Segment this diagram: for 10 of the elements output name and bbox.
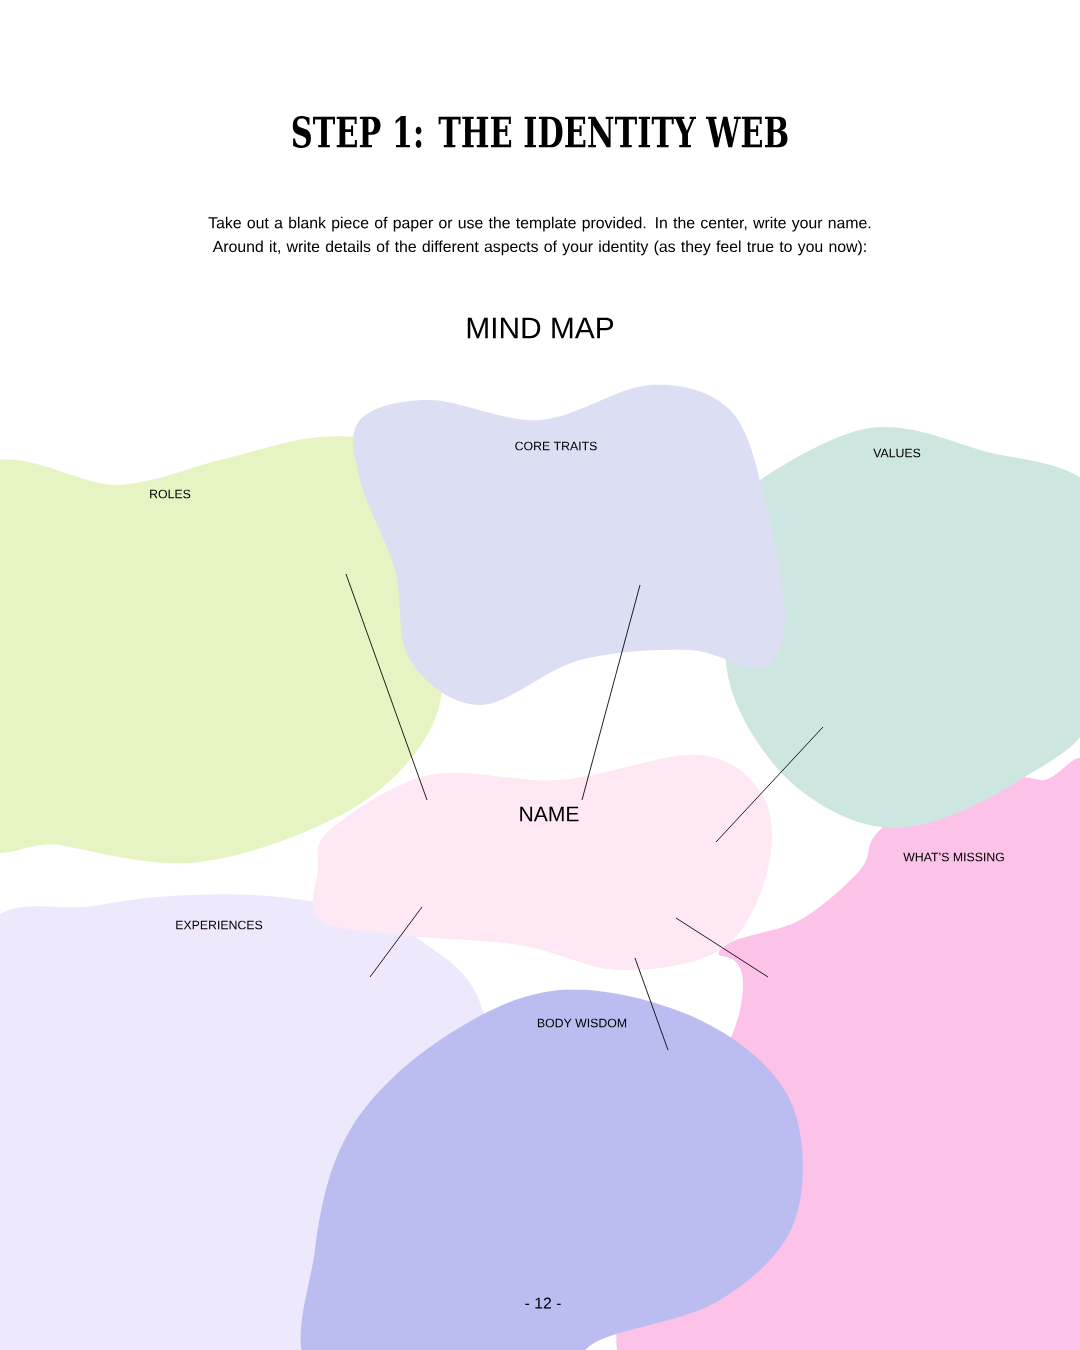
instructions: Take out a blank piece of paper or use the template provided. In the center, write your name. Around it, write details of the different aspects of your identity (as they feel true to you now):: [208, 216, 871, 256]
connector-line: [369, 906, 423, 978]
page-number: - 12 -: [525, 1297, 561, 1309]
connector-line: [675, 917, 769, 978]
title: STEP 1: THE IDENTITY WEB: [292, 116, 788, 148]
connector-line: [634, 957, 669, 1051]
connector-line: [715, 726, 824, 843]
heading: MIND MAP: [467, 317, 614, 339]
connector-line: [581, 584, 641, 801]
connector-line: [345, 573, 428, 801]
